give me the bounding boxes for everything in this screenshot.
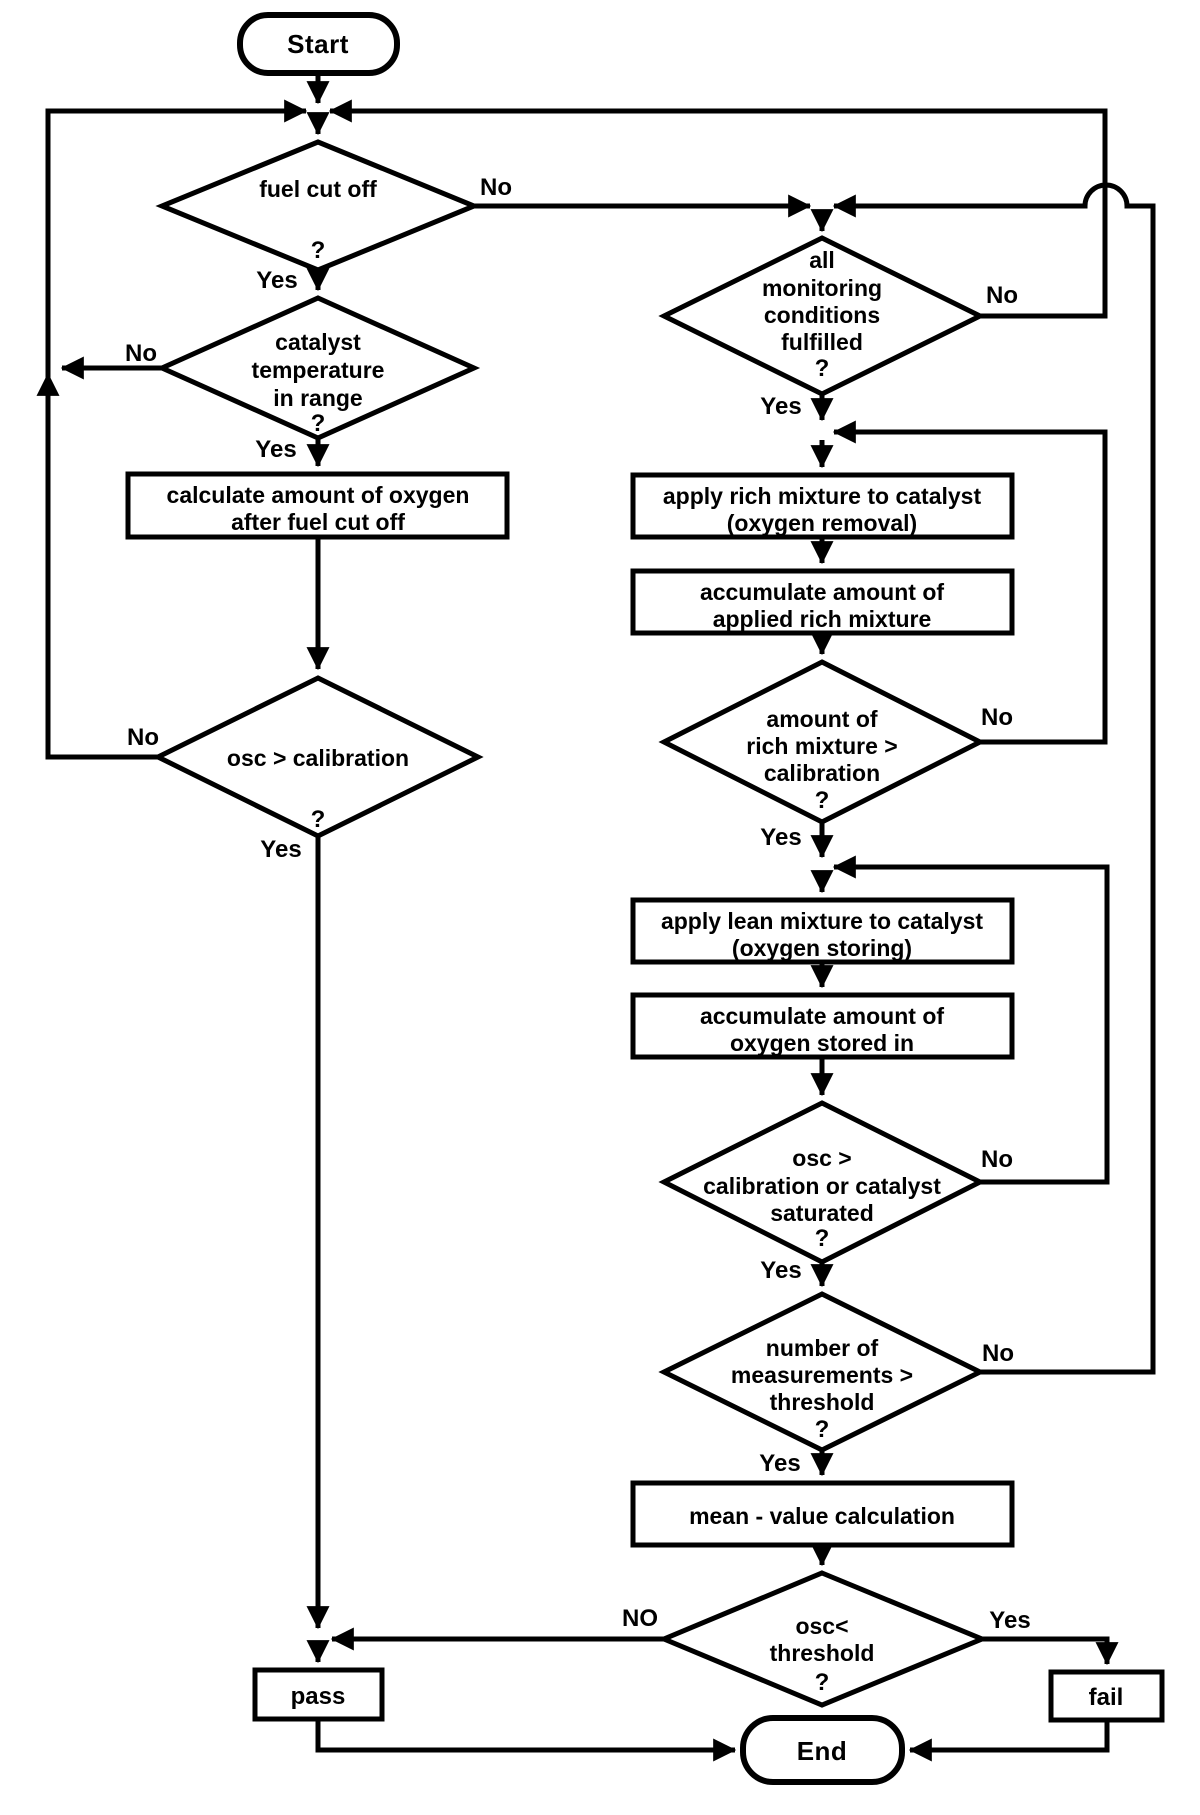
osc-gt-calibration-qmark: ?	[311, 806, 326, 833]
fuel-no-label: No	[480, 174, 512, 201]
edge-all-monitoring-no-feedback	[328, 99, 1108, 319]
edge-left-feedback-rail	[45, 99, 308, 760]
apply-rich-line1: apply rich mixture to catalyst	[663, 483, 982, 509]
calc-oxygen-process	[125, 471, 510, 540]
catalyst-temp-qmark: ?	[311, 410, 326, 437]
osc-gt-calibration-label: osc > calibration	[227, 745, 409, 771]
fail-box	[1048, 1669, 1165, 1723]
fuel-cut-off-decision	[155, 139, 481, 273]
num-measurements-line1: number of	[766, 1335, 879, 1361]
num-measurements-decision	[658, 1291, 986, 1453]
num-measurements-qmark: ?	[815, 1416, 830, 1443]
all-monitoring-decision	[658, 235, 986, 397]
all-monitoring-no-label: No	[986, 282, 1018, 309]
catalyst-temp-line1: catalyst	[275, 329, 361, 355]
accumulate-rich-line1: accumulate amount of	[700, 579, 944, 605]
num-measurements-yes-label: Yes	[759, 1450, 800, 1477]
edge-fail-to-end	[908, 1720, 1110, 1762]
osc-gt-yes-label: Yes	[260, 836, 301, 863]
calc-oxygen-line1: calculate amount of oxygen	[167, 482, 470, 508]
osc-saturated-qmark: ?	[815, 1225, 830, 1252]
apply-lean-process	[630, 897, 1015, 965]
pass-box	[252, 1667, 385, 1722]
all-monitoring-line3: conditions	[764, 302, 880, 328]
end-terminator	[740, 1715, 905, 1785]
accumulate-lean-process	[630, 992, 1015, 1060]
num-measurements-line2: measurements >	[731, 1362, 913, 1388]
rich-gt-yes-label: Yes	[760, 824, 801, 851]
osc-lt-yes-label: Yes	[989, 1607, 1030, 1634]
osc-saturated-no-label: No	[981, 1146, 1013, 1173]
rich-gt-calibration-decision	[658, 659, 986, 825]
osc-gt-calibration-decision	[152, 675, 484, 839]
rich-gt-line1: amount of	[766, 706, 877, 732]
fuel-cut-off-label: fuel cut off	[259, 176, 377, 202]
accumulate-lean-line2: oxygen stored in	[730, 1030, 914, 1056]
num-measurements-line3: threshold	[770, 1389, 875, 1415]
accumulate-rich-line2: applied rich mixture	[713, 606, 932, 632]
osc-lt-qmark: ?	[815, 1669, 830, 1696]
accumulate-lean-line1: accumulate amount of	[700, 1003, 944, 1029]
rich-gt-line3: calibration	[764, 760, 880, 786]
osc-saturated-line1: osc >	[792, 1145, 851, 1171]
all-monitoring-line1: all	[809, 247, 835, 273]
mean-value-process	[630, 1480, 1015, 1548]
mean-value-label: mean - value calculation	[689, 1503, 955, 1529]
osc-lt-line2: threshold	[770, 1640, 875, 1666]
fail-label: fail	[1089, 1684, 1124, 1711]
fuel-yes-label: Yes	[256, 267, 297, 294]
all-monitoring-line4: fulfilled	[781, 329, 863, 355]
catalyst-temp-line2: temperature	[252, 357, 385, 383]
start-terminator	[237, 12, 400, 76]
apply-lean-line1: apply lean mixture to catalyst	[661, 908, 983, 934]
all-monitoring-yes-label: Yes	[760, 393, 801, 420]
end-label: End	[797, 1736, 848, 1766]
start-label: Start	[287, 29, 349, 59]
num-measurements-no-label: No	[982, 1340, 1014, 1367]
edge-num-measurements-no-feedback	[832, 182, 1156, 1375]
edge-osc-lt-yes-to-fail	[982, 1636, 1119, 1666]
edge-rich-no-feedback	[832, 420, 1108, 745]
catalyst-temp-decision	[155, 295, 481, 441]
osc-gt-no-label: No	[127, 724, 159, 751]
osc-lt-threshold-decision	[657, 1570, 989, 1708]
osc-lt-line1: osc<	[795, 1613, 848, 1639]
all-monitoring-line2: monitoring	[762, 275, 882, 301]
osc-lt-no-label: NO	[622, 1605, 658, 1632]
accumulate-rich-process	[630, 568, 1015, 636]
osc-or-saturated-decision	[658, 1100, 986, 1265]
edge-saturated-no-feedback	[832, 855, 1110, 1185]
osc-saturated-line2: calibration or catalyst	[703, 1173, 941, 1199]
all-monitoring-qmark: ?	[815, 355, 830, 382]
catalyst-yes-label: Yes	[255, 436, 296, 463]
fuel-cut-off-qmark: ?	[311, 237, 326, 264]
catalyst-temp-line3: in range	[273, 385, 362, 411]
rich-gt-qmark: ?	[815, 787, 830, 814]
edge-pass-to-end	[315, 1719, 737, 1762]
rich-gt-line2: rich mixture >	[746, 733, 897, 759]
apply-lean-line2: (oxygen storing)	[732, 935, 912, 961]
osc-saturated-yes-label: Yes	[760, 1257, 801, 1284]
pass-label: pass	[291, 1683, 346, 1710]
apply-rich-line2: (oxygen removal)	[727, 510, 917, 536]
apply-rich-process	[630, 472, 1015, 540]
catalyst-no-label: No	[125, 340, 157, 367]
calc-oxygen-line2: after fuel cut off	[231, 509, 405, 535]
rich-gt-no-label: No	[981, 704, 1013, 731]
osc-saturated-line3: saturated	[770, 1200, 874, 1226]
